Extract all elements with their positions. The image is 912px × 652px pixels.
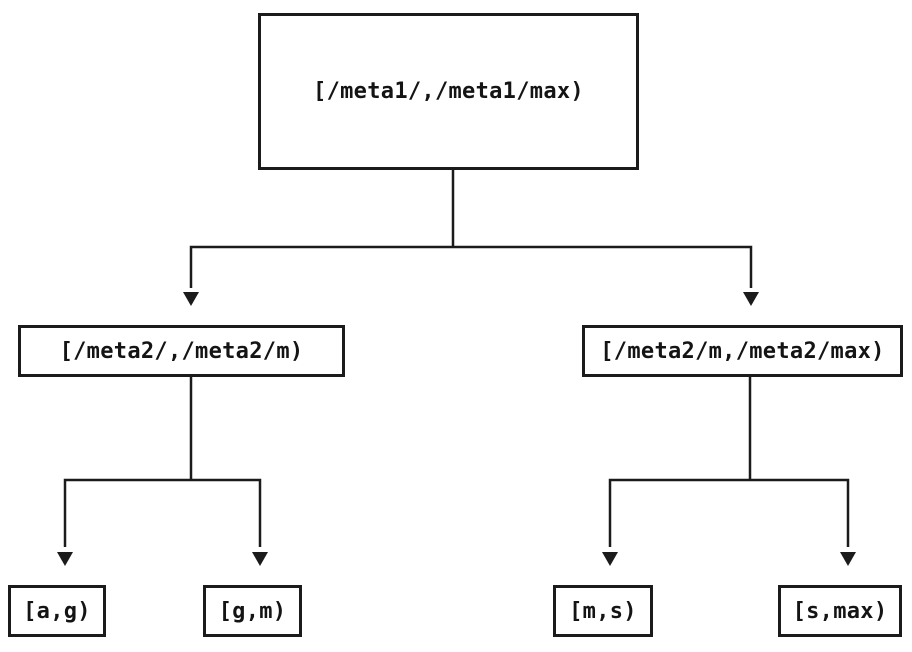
edge-left-bar — [63, 478, 262, 547]
edge-level1-bar — [189, 245, 753, 288]
arrow-down-icon — [252, 552, 268, 566]
node-leaf-s-max: [s,max) — [778, 585, 902, 637]
arrow-down-icon — [602, 552, 618, 566]
arrow-down-icon — [57, 552, 73, 566]
node-leaf-m-s: [m,s) — [553, 585, 653, 637]
node-leaf-g-m: [g,m) — [203, 585, 302, 637]
arrow-down-icon — [183, 292, 199, 306]
node-meta2-left: [/meta2/,/meta2/m) — [18, 325, 345, 377]
node-root: [/meta1/,/meta1/max) — [258, 13, 639, 170]
node-leaf-a-g: [a,g) — [8, 585, 106, 637]
node-meta2-right: [/meta2/m,/meta2/max) — [582, 325, 903, 377]
arrow-down-icon — [743, 292, 759, 306]
edge-right-bar — [608, 478, 850, 547]
arrow-down-icon — [840, 552, 856, 566]
